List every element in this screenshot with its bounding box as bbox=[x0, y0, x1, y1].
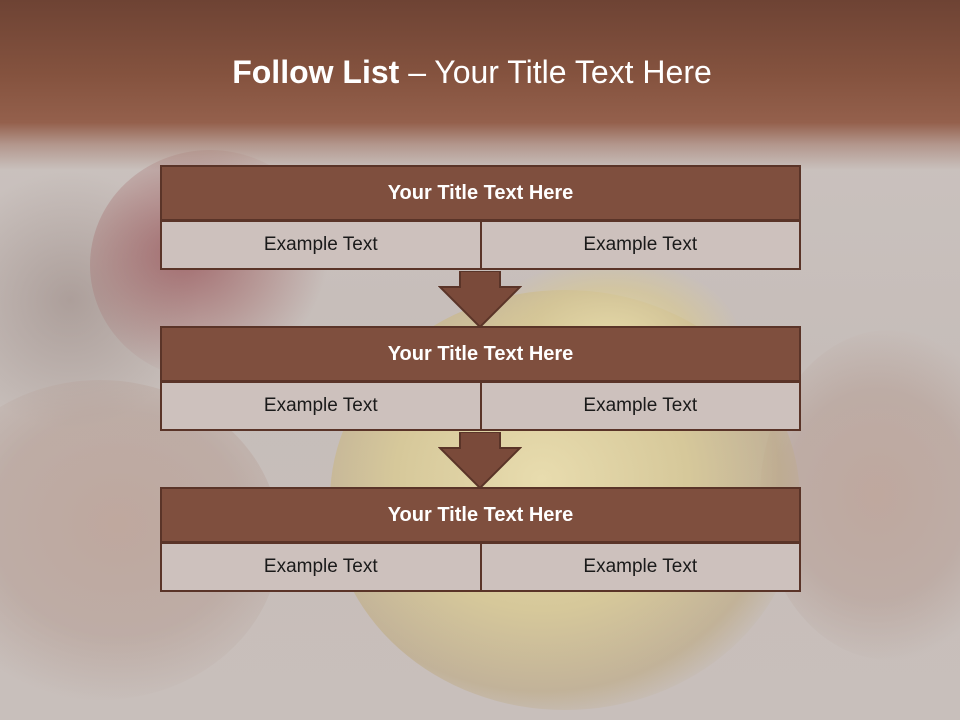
step-cell-left[interactable]: Example Text bbox=[160, 220, 482, 270]
step-cell-left[interactable]: Example Text bbox=[160, 381, 482, 431]
step-cell-right[interactable]: Example Text bbox=[479, 381, 801, 431]
slide-title-bold: Follow List bbox=[232, 54, 400, 90]
step-title[interactable]: Your Title Text Here bbox=[160, 165, 801, 221]
slide-title-rest: – Your Title Text Here bbox=[399, 54, 712, 90]
step-row: Example Text Example Text bbox=[160, 542, 801, 592]
step-cell-right[interactable]: Example Text bbox=[479, 542, 801, 592]
step-row: Example Text Example Text bbox=[160, 381, 801, 431]
step-cell-left[interactable]: Example Text bbox=[160, 542, 482, 592]
down-arrow-icon bbox=[438, 271, 522, 329]
step-title[interactable]: Your Title Text Here bbox=[160, 487, 801, 543]
step-row: Example Text Example Text bbox=[160, 220, 801, 270]
header-band bbox=[0, 0, 960, 170]
step-title[interactable]: Your Title Text Here bbox=[160, 326, 801, 382]
step-block-2: Your Title Text Here Example Text Exampl… bbox=[160, 326, 801, 431]
step-cell-right[interactable]: Example Text bbox=[479, 220, 801, 270]
down-arrow-icon bbox=[438, 432, 522, 490]
slide-title: Follow List – Your Title Text Here bbox=[0, 54, 944, 91]
step-block-1: Your Title Text Here Example Text Exampl… bbox=[160, 165, 801, 270]
step-block-3: Your Title Text Here Example Text Exampl… bbox=[160, 487, 801, 592]
